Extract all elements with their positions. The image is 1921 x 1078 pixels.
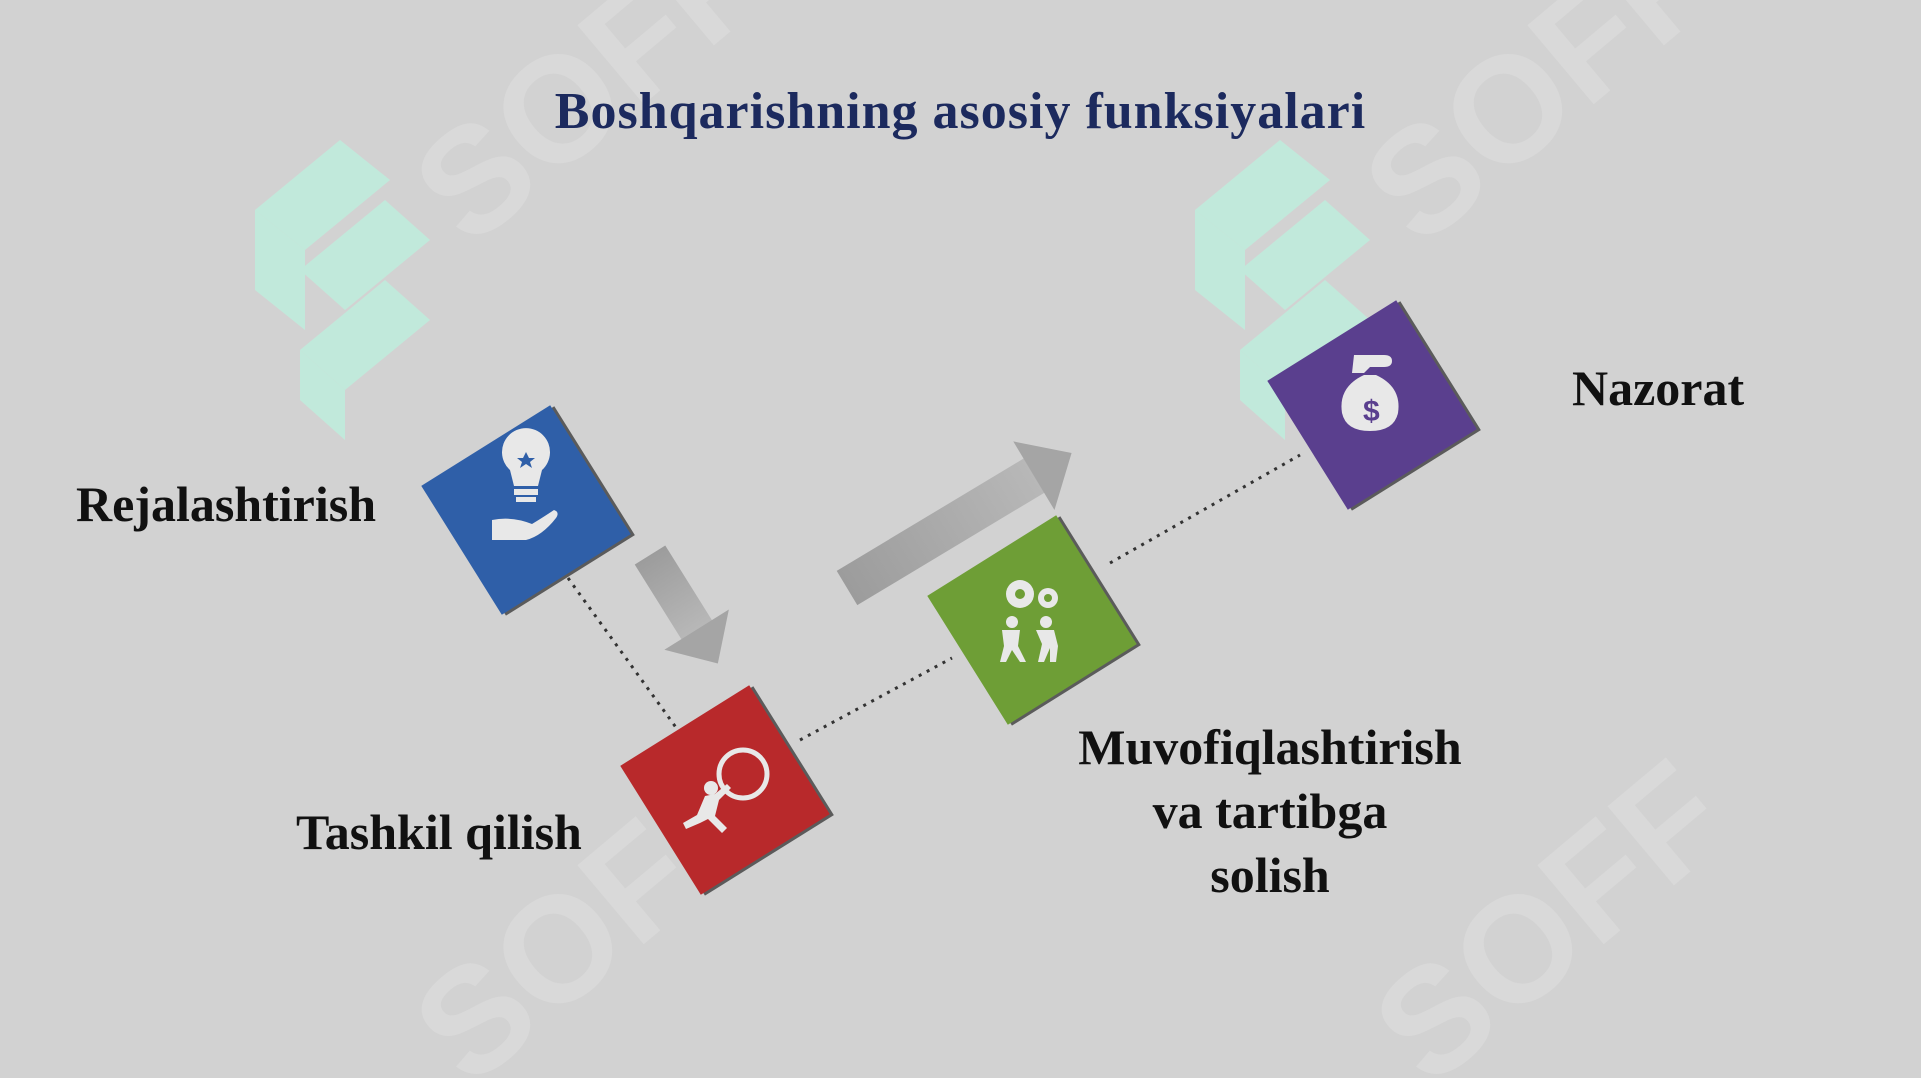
connector-organizing-coordination (799, 656, 953, 742)
arrow-up-icon (836, 441, 1072, 606)
label-organizing: Tashkil qilish (296, 804, 582, 860)
box-control: $ (1267, 300, 1481, 511)
label-coordination-line-2: va tartibga (1152, 783, 1388, 839)
svg-text:$: $ (1363, 395, 1380, 428)
box-organizing (620, 685, 834, 896)
label-coordination: Muvofiqlashtirish va tartibga solish (1060, 715, 1480, 907)
person-pushing-ball-icon (683, 747, 770, 833)
connector-coordination-control (1109, 453, 1301, 565)
label-control: Nazorat (1572, 360, 1745, 416)
label-planning: Rejalashtirish (76, 476, 376, 532)
arrow-down-icon (634, 545, 729, 664)
label-coordination-line-3: solish (1210, 847, 1330, 903)
box-planning (421, 405, 635, 616)
hand-money-bag-icon: $ (1341, 355, 1399, 431)
box-planning-fill (421, 405, 631, 615)
box-coordination (927, 515, 1141, 726)
label-coordination-line-1: Muvofiqlashtirish (1078, 719, 1462, 775)
box-coordination-fill (927, 515, 1137, 725)
slide-title: Boshqarishning asosiy funksiyalari (554, 83, 1367, 140)
gears-teamwork-icon (1000, 580, 1058, 662)
lightbulb-hand-icon (492, 428, 558, 540)
